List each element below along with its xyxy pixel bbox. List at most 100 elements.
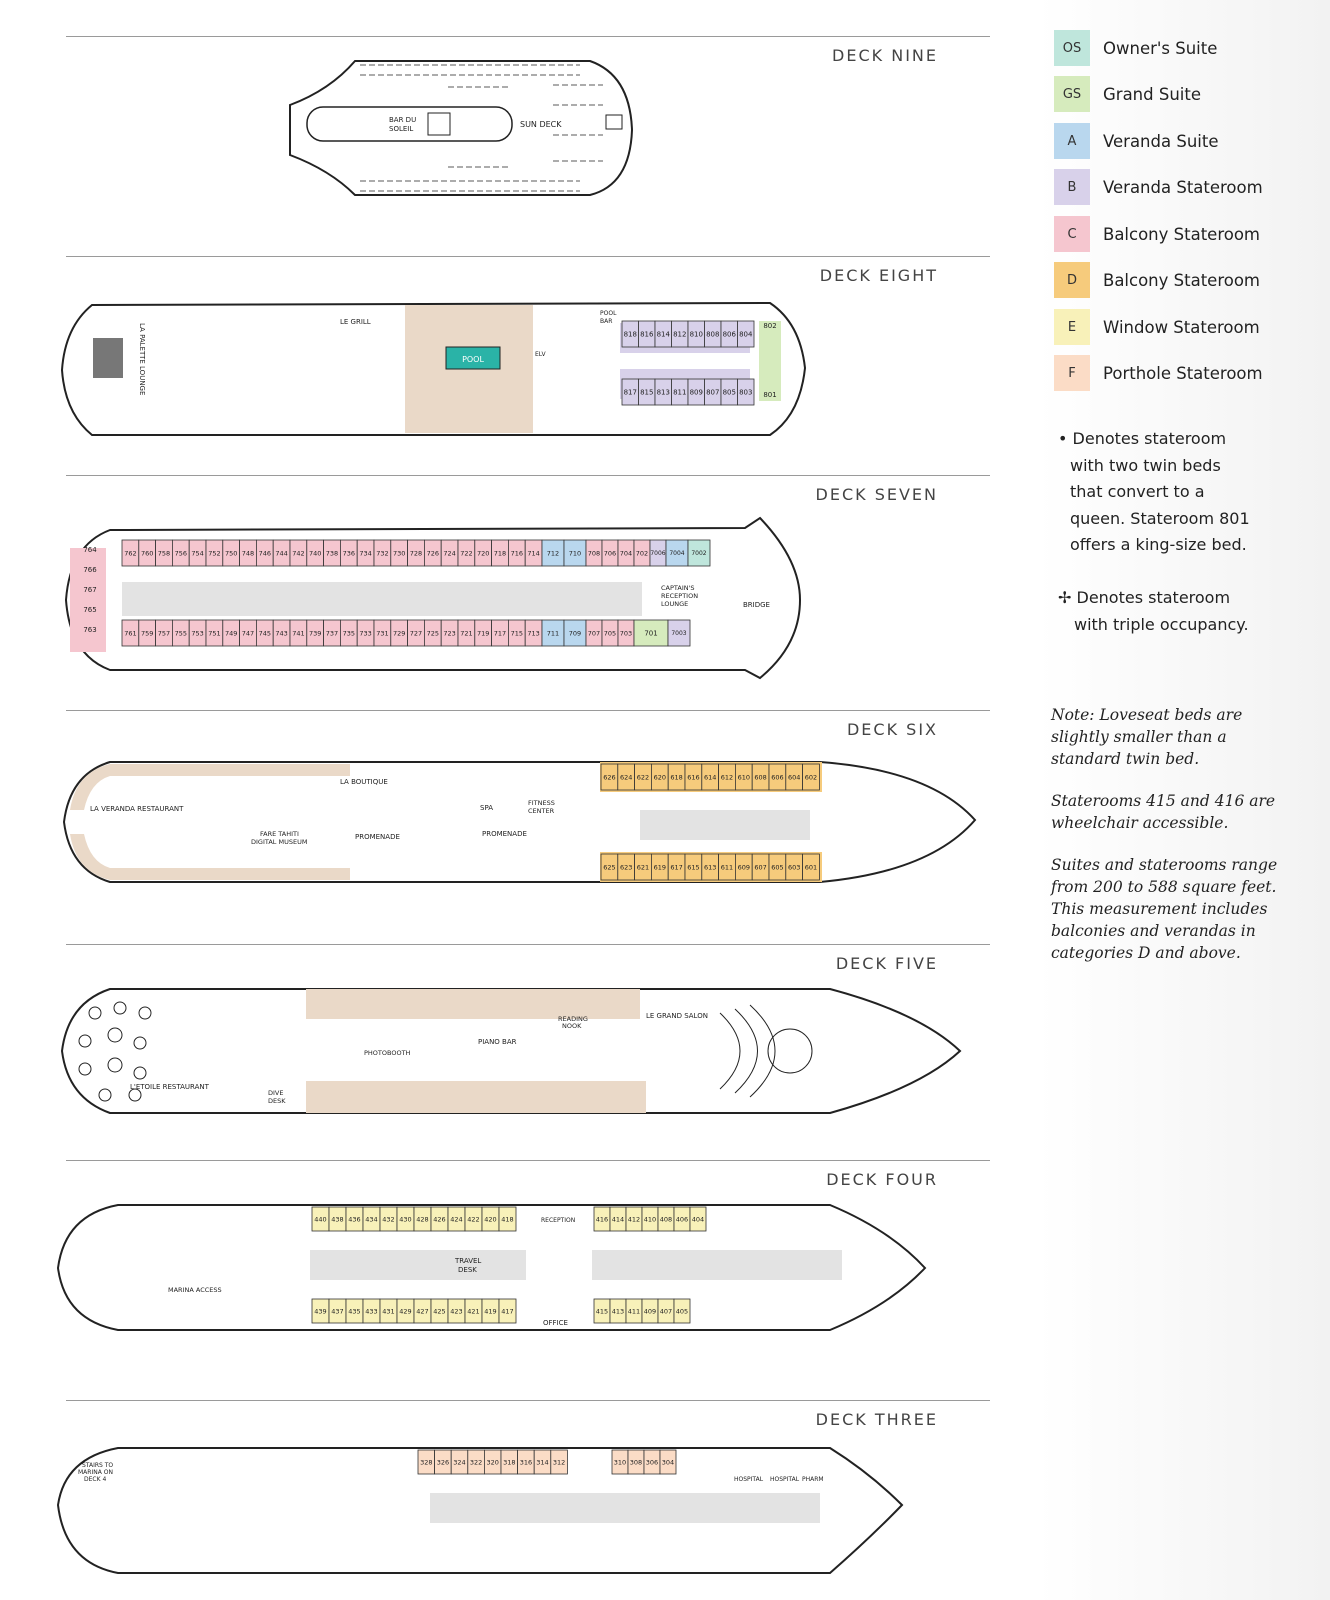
stateroom-number: 705 xyxy=(604,629,616,637)
italic-note-line: categories D and above. xyxy=(1051,944,1241,962)
stateroom-number: 607 xyxy=(754,863,766,871)
le-grill-label: LE GRILL xyxy=(340,318,371,326)
deck-three-title: DECK THREE xyxy=(815,1410,938,1429)
italic-note-spacer xyxy=(1051,834,1277,854)
stateroom-cell xyxy=(633,619,669,647)
deck-nine-rule xyxy=(66,36,990,37)
la-veranda-label: LA VERANDA RESTAURANT xyxy=(90,805,184,813)
stateroom-number: 721 xyxy=(460,629,472,637)
deck-five-title: DECK FIVE xyxy=(835,954,938,973)
stateroom-cell xyxy=(802,853,820,881)
stateroom-number: 316 xyxy=(520,1458,532,1466)
stateroom-number: 604 xyxy=(788,773,800,781)
stateroom-number: 308 xyxy=(630,1458,642,1466)
stateroom-number: 712 xyxy=(547,549,559,557)
stateroom-number: 622 xyxy=(637,773,649,781)
fare-tahiti-label-2: DIGITAL MUSEUM xyxy=(251,838,307,846)
stateroom-number: 711 xyxy=(547,629,559,637)
promenade-label-1: PROMENADE xyxy=(355,833,400,841)
stateroom-number: 426 xyxy=(433,1215,445,1223)
twin-note-line: offers a king-size bed. xyxy=(1070,535,1247,554)
stateroom-number: 429 xyxy=(399,1307,411,1315)
pool-bar-label-2: BAR xyxy=(600,318,612,325)
stateroom-number: 708 xyxy=(588,549,600,557)
bar-du-soleil-label-1: BAR DU xyxy=(389,116,416,124)
stateroom-number: 320 xyxy=(486,1458,498,1466)
stateroom-number: 725 xyxy=(427,629,439,637)
stateroom-number: 413 xyxy=(612,1307,624,1315)
legend-label-gs: Grand Suite xyxy=(1103,84,1201,104)
stateroom-number: 759 xyxy=(141,629,153,637)
stateroom-number: 614 xyxy=(704,773,716,781)
stateroom-number: 735 xyxy=(343,629,355,637)
deck-five-plan: L'ETOILE RESTAURANT PHOTOBOOTH PIANO BAR… xyxy=(60,988,962,1114)
stateroom-number: 405 xyxy=(676,1307,688,1315)
stateroom-number: 623 xyxy=(620,863,632,871)
stateroom-number: 743 xyxy=(275,629,287,637)
stateroom-number: 620 xyxy=(654,773,666,781)
legend-item-e: E Window Stateroom xyxy=(1054,309,1294,345)
travel-desk-label-2: DESK xyxy=(458,1266,477,1274)
stateroom-number: 751 xyxy=(208,629,220,637)
triple-note-line: ✢ Denotes stateroom xyxy=(1058,588,1231,607)
stateroom-number: 744 xyxy=(275,549,287,557)
italic-note-spacer xyxy=(1051,770,1277,790)
stateroom-number: 809 xyxy=(690,388,703,396)
stateroom-number: 813 xyxy=(657,388,670,396)
stateroom-number: 815 xyxy=(640,388,653,396)
stateroom-number: 613 xyxy=(704,863,716,871)
triple-occupancy-note: ✢ Denotes stateroom with triple occupanc… xyxy=(1058,585,1249,638)
deck-nine-title: DECK NINE xyxy=(832,46,938,65)
photobooth-label: PHOTOBOOTH xyxy=(364,1049,411,1057)
stateroom-number: 808 xyxy=(706,330,719,338)
stateroom-number: 430 xyxy=(399,1215,411,1223)
stateroom-number: 439 xyxy=(314,1307,326,1315)
stateroom-number: 431 xyxy=(382,1307,394,1315)
stateroom-number: 806 xyxy=(723,330,737,338)
stateroom-number: 818 xyxy=(624,330,637,338)
reception-label: RECEPTION xyxy=(541,1217,575,1224)
stateroom-number: 433 xyxy=(365,1307,377,1315)
triple-note-line: with triple occupancy. xyxy=(1074,614,1249,634)
stateroom-number: 326 xyxy=(437,1458,449,1466)
dive-desk-label-1: DIVE xyxy=(268,1089,283,1097)
legend-label-a: Veranda Suite xyxy=(1103,131,1219,151)
legend-item-c: C Balcony Stateroom xyxy=(1054,216,1294,252)
stateroom-number: 406 xyxy=(676,1215,688,1223)
stateroom-number: 437 xyxy=(331,1307,343,1315)
stateroom-number: 603 xyxy=(788,863,800,871)
pharm-label: PHARM xyxy=(802,1476,824,1483)
stateroom-number: 427 xyxy=(416,1307,428,1315)
captains-label-3: LOUNGE xyxy=(661,600,688,608)
stateroom-number: 752 xyxy=(208,549,220,557)
stateroom-number: 720 xyxy=(477,549,489,557)
la-palette-lounge-label: LA PALETTE LOUNGE xyxy=(138,323,146,395)
stateroom-number: 804 xyxy=(739,330,753,338)
stateroom-number: 407 xyxy=(660,1307,672,1315)
stateroom-number: 731 xyxy=(376,629,388,637)
stateroom-number: 741 xyxy=(292,629,304,637)
stateroom-number: 811 xyxy=(673,388,686,396)
deck-five-rule xyxy=(66,944,990,945)
l-etoile-tables xyxy=(78,1001,152,1102)
hospital-label-1: HOSPITAL xyxy=(734,1476,764,1483)
legend-swatch-c: C xyxy=(1054,216,1090,252)
legend-swatch-os: OS xyxy=(1054,30,1090,66)
fitness-label-2: CENTER xyxy=(528,807,555,815)
stateroom-number: 605 xyxy=(771,863,783,871)
stateroom-number: 608 xyxy=(754,773,766,781)
stateroom-number: 816 xyxy=(640,330,654,338)
italic-note-line: Note: Loveseat beds are xyxy=(1051,706,1243,724)
stateroom-cell xyxy=(689,1206,707,1232)
stateroom-number: 706 xyxy=(604,549,616,557)
la-boutique-label: LA BOUTIQUE xyxy=(340,778,388,786)
